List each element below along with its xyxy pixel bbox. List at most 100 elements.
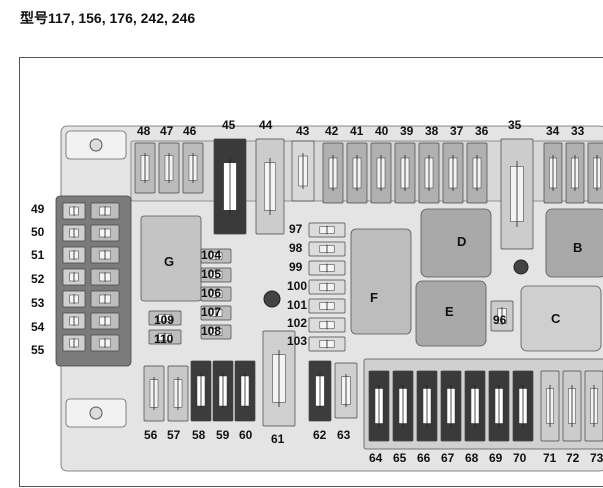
fuse-slot-left	[62, 224, 86, 242]
fuse-62	[308, 360, 332, 422]
top-fuse-row-right	[565, 142, 585, 204]
relay-45	[213, 138, 247, 235]
fuse-slot-left	[62, 268, 86, 286]
fuse-slot-left	[62, 246, 86, 264]
fuse-label-34: 34	[546, 124, 560, 138]
fuse-dark-bottom	[212, 360, 234, 422]
fuse-slot-left-inner	[90, 290, 120, 308]
relay-35	[500, 138, 534, 250]
fuse-label-46: 46	[183, 124, 197, 138]
fuse-slot-left-inner	[90, 202, 120, 220]
fuse-slot-left-inner	[90, 268, 120, 286]
fuse-bottom-row-right	[584, 370, 603, 442]
fuse-mid-column	[200, 286, 232, 302]
relay-block-b	[545, 208, 603, 278]
fuse-label-58: 58	[192, 428, 206, 442]
fuse-label-57: 57	[167, 428, 181, 442]
fuse-label-54: 54	[31, 320, 45, 334]
fuse-label-107: 107	[201, 305, 222, 319]
relay-block-c	[520, 285, 602, 352]
fuse-109-110	[148, 329, 182, 345]
fuse-label-97: 97	[289, 222, 303, 236]
fuse-label-73: 73	[590, 451, 603, 465]
fuse-label-105: 105	[201, 267, 222, 281]
relay-61	[262, 330, 296, 427]
page-title: 型号117, 156, 176, 242, 246	[20, 10, 196, 26]
fuse-mid-column	[200, 248, 232, 264]
fuse-dark-bottom	[234, 360, 256, 422]
fuse-label-96: 96	[493, 313, 507, 327]
top-fuse-small	[158, 142, 180, 194]
fuse-label-65: 65	[393, 451, 407, 465]
fuse-label-45: 45	[222, 118, 236, 132]
fuse-slot-left-inner	[90, 334, 120, 352]
relay-label-c: C	[551, 311, 561, 326]
fuse-label-35: 35	[508, 118, 522, 132]
relay-label-f: F	[370, 290, 378, 305]
fuse-right-column	[308, 279, 346, 295]
fuse-label-66: 66	[417, 451, 431, 465]
fuse-label-44: 44	[259, 118, 273, 132]
fuse-label-53: 53	[31, 296, 45, 310]
relay-label-b: B	[573, 240, 583, 255]
fuse-right-column	[308, 222, 346, 238]
fuse-label-47: 47	[160, 124, 174, 138]
top-fuse-row	[370, 142, 392, 204]
top-fuse-small	[134, 142, 156, 194]
fuse-label-68: 68	[465, 451, 479, 465]
fuse-label-37: 37	[450, 124, 464, 138]
fuse-label-69: 69	[489, 451, 503, 465]
center-screw	[263, 290, 281, 308]
fuse-right-column	[308, 317, 346, 333]
fuse-bottom-row	[464, 370, 486, 442]
fuse-label-50: 50	[31, 225, 45, 239]
fuse-label-64: 64	[369, 451, 383, 465]
fuse-slot-left	[62, 202, 86, 220]
fuse-label-40: 40	[375, 124, 389, 138]
fuse-43	[291, 140, 315, 202]
fuse-right-column	[308, 260, 346, 276]
fuse-label-41: 41	[350, 124, 364, 138]
fuse-label-101: 101	[287, 298, 308, 312]
fuse-right-column	[308, 241, 346, 257]
fuse-label-63: 63	[337, 428, 351, 442]
fuse-label-33: 33	[571, 124, 585, 138]
fuse-label-102: 102	[287, 316, 308, 330]
fuse-slot-left-inner	[90, 224, 120, 242]
fuse-label-99: 99	[289, 260, 303, 274]
fuse-label-104: 104	[201, 248, 222, 262]
fuse-label-43: 43	[296, 124, 310, 138]
fuse-bottom-row	[392, 370, 414, 442]
mount-hole-bottom	[89, 406, 103, 420]
fuse-slot-left	[62, 312, 86, 330]
fuse-label-61: 61	[271, 432, 285, 446]
fuse-right-column	[308, 336, 346, 352]
fuse-label-98: 98	[289, 241, 303, 255]
mount-hole-top	[89, 138, 103, 152]
fuse-63	[334, 362, 358, 419]
fuse-label-52: 52	[31, 272, 45, 286]
fuse-label-48: 48	[137, 124, 151, 138]
fuse-label-36: 36	[475, 124, 489, 138]
top-fuse-row	[466, 142, 488, 204]
fuse-mid-column	[200, 305, 232, 321]
fuse-bottom-row	[488, 370, 510, 442]
fuse-56	[143, 365, 165, 422]
fuse-57	[167, 365, 189, 422]
fuse-bottom-row	[512, 370, 534, 442]
fuse-mid-column	[200, 267, 232, 283]
top-fuse-row	[418, 142, 440, 204]
screw-right	[513, 259, 529, 275]
relay-block-f	[350, 228, 412, 335]
relay-block-d	[420, 208, 492, 278]
relay-label-g: G	[164, 254, 175, 269]
fuse-label-60: 60	[239, 428, 253, 442]
fuse-label-62: 62	[313, 428, 327, 442]
fuse-label-49: 49	[31, 202, 45, 216]
fuse-label-103: 103	[287, 334, 308, 348]
relay-label-d: D	[457, 234, 467, 249]
fuse-bottom-row	[368, 370, 390, 442]
fuse-bottom-row	[440, 370, 462, 442]
fuse-label-110: 110	[154, 332, 174, 346]
